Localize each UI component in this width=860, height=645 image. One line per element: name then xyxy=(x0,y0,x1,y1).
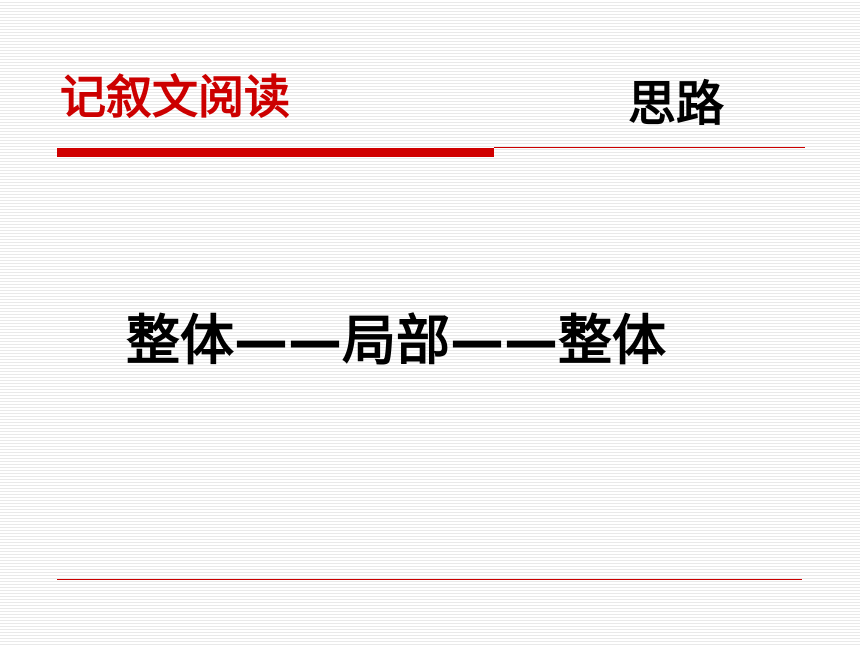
title-underline-thick xyxy=(57,148,494,157)
slide-subtitle: 思路 xyxy=(628,76,725,132)
slide-title: 记叙文阅读 xyxy=(60,70,290,124)
slide-body-text: 整体——局部——整体 xyxy=(126,309,666,372)
title-underline-thin xyxy=(494,147,805,148)
footer-divider xyxy=(57,579,802,580)
